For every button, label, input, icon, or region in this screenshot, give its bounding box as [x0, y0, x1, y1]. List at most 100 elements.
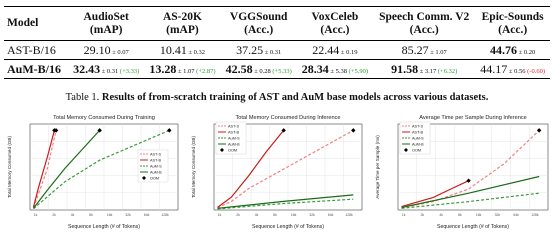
- caption-prefix: Table 1.: [65, 92, 100, 103]
- oom-marker: [466, 178, 471, 183]
- column-header-title: Epic-Sounds: [481, 10, 544, 23]
- result-value: 85.27: [401, 42, 429, 57]
- legend-label: AuM-B: [412, 142, 424, 146]
- result-value: 22.44: [312, 42, 340, 57]
- x-tick-label: 8k: [89, 213, 93, 217]
- legend-label: AuM-S: [412, 136, 424, 140]
- legend-label: OOM: [150, 176, 159, 180]
- caption-text: Results of from-scratch training of AST …: [101, 92, 489, 103]
- column-header-title: Model: [7, 17, 39, 29]
- legend-label: AuM-S: [150, 164, 162, 168]
- result-cell: 85.27 ± 1.07: [373, 41, 475, 60]
- legend-label: AST-B: [228, 130, 239, 134]
- x-tick-label: 1k: [34, 213, 38, 217]
- column-header-metric: (Acc.): [498, 23, 528, 36]
- column-header-title: AS-20K: [162, 10, 202, 23]
- legend-label: AuM-B: [150, 170, 162, 174]
- column-header-metric: (Acc.): [320, 23, 350, 36]
- legend-swatch: [142, 176, 146, 180]
- x-tick-label: 4k: [255, 213, 259, 217]
- column-header-title: VGGSound: [229, 10, 288, 23]
- result-value: 44.76: [490, 42, 518, 57]
- result-stddev: ± 0.32: [186, 48, 206, 56]
- oom-marker: [281, 128, 286, 133]
- result-cell: 91.58 ± 3.17 (+6.32): [373, 59, 476, 79]
- x-tick-label: 1k: [402, 213, 406, 217]
- chart-title: Total Memory Consumed During Inference: [235, 115, 340, 121]
- x-tick-label: 16k: [107, 213, 113, 217]
- x-tick-label: 64k: [328, 213, 334, 217]
- x-tick-label: 1k: [218, 213, 222, 217]
- legend-label: AuM-S: [228, 136, 240, 140]
- x-tick-label: 4k: [439, 213, 443, 217]
- x-axis-label: Sequence Length (# of Tokens): [437, 224, 509, 230]
- oom-marker: [536, 128, 542, 133]
- column-header: Epic-Sounds(Acc.): [475, 6, 550, 41]
- series-line: [32, 130, 57, 208]
- column-header-metric: (mAP): [166, 23, 199, 36]
- oom-marker: [351, 128, 356, 133]
- x-tick-label: 128k: [531, 213, 539, 217]
- column-header: AS-20K(mAP): [144, 6, 221, 41]
- column-header-title: Speech Comm. V2: [379, 10, 470, 23]
- series-line: [33, 129, 101, 209]
- legend-label: AST-B: [150, 158, 161, 162]
- x-axis-label: Sequence Length (# of Tokens): [68, 224, 140, 230]
- legend-label: AST-S: [412, 124, 423, 128]
- legend-label: AST-B: [412, 130, 423, 134]
- inference-time-chart: Average Time per Sample During Inference…: [375, 115, 549, 230]
- oom-marker: [97, 128, 102, 133]
- chart-title: Average Time per Sample During Inference: [419, 115, 526, 121]
- x-tick-label: 128k: [345, 213, 353, 217]
- result-stddev: ± 0.07: [110, 48, 129, 56]
- x-tick-label: 64k: [513, 213, 519, 217]
- series-line: [401, 180, 469, 208]
- legend-label: AuM-B: [228, 142, 240, 146]
- x-tick-label: 2k: [236, 213, 240, 217]
- series-line: [401, 192, 540, 209]
- result-value: 44.17: [480, 61, 508, 76]
- x-tick-label: 128k: [161, 213, 169, 217]
- column-header: Model: [4, 6, 69, 41]
- column-header: VGGSound(Acc.): [220, 6, 297, 41]
- series-line: [217, 130, 285, 208]
- x-tick-label: 64k: [144, 213, 150, 217]
- legend-label: AST-S: [150, 152, 161, 156]
- result-delta: (+3.33): [118, 67, 140, 75]
- result-value: 28.34: [301, 61, 329, 76]
- x-tick-label: 4k: [71, 213, 75, 217]
- x-tick-label: 2k: [421, 213, 425, 217]
- result-cell: 44.76 ± 0.20: [475, 41, 550, 60]
- series-line: [217, 129, 354, 209]
- x-axis-label: Sequence Length (# of Tokens): [252, 224, 324, 230]
- series-line: [401, 129, 540, 209]
- model-name-cell: AuM-B/16: [4, 59, 69, 79]
- series-line: [33, 129, 170, 210]
- result-delta: (+2.87): [194, 67, 216, 75]
- result-cell: 13.28 ± 1.07 (+2.87): [144, 59, 221, 79]
- table-caption: Table 1. Results of from-scratch trainin…: [0, 92, 554, 103]
- legend-swatch: [220, 148, 224, 152]
- result-delta: (-0.60): [525, 67, 545, 75]
- series-line: [217, 198, 354, 210]
- result-cell: 42.58 ± 0.28 (+5.33): [220, 59, 297, 79]
- oom-marker: [167, 128, 172, 133]
- column-header-metric: (Acc.): [409, 23, 439, 36]
- result-value: 42.58: [225, 61, 253, 76]
- result-delta: (+5.33): [270, 67, 292, 75]
- chart-title: Total Memory Consumed During Training: [53, 115, 155, 121]
- result-delta: (+6.32): [436, 67, 458, 75]
- result-stddev: ± 0.31: [263, 48, 282, 56]
- result-cell: 32.43 ± 0.31 (+3.33): [68, 59, 145, 79]
- result-value: 10.41: [159, 42, 187, 57]
- result-stddev: ± 0.56: [507, 67, 526, 75]
- legend-label: AST-S: [228, 124, 239, 128]
- x-tick-label: 32k: [125, 213, 131, 217]
- column-header-metric: (Acc.): [244, 23, 274, 36]
- result-cell: 44.17 ± 0.56 (-0.60): [475, 59, 550, 79]
- series-line: [217, 194, 354, 209]
